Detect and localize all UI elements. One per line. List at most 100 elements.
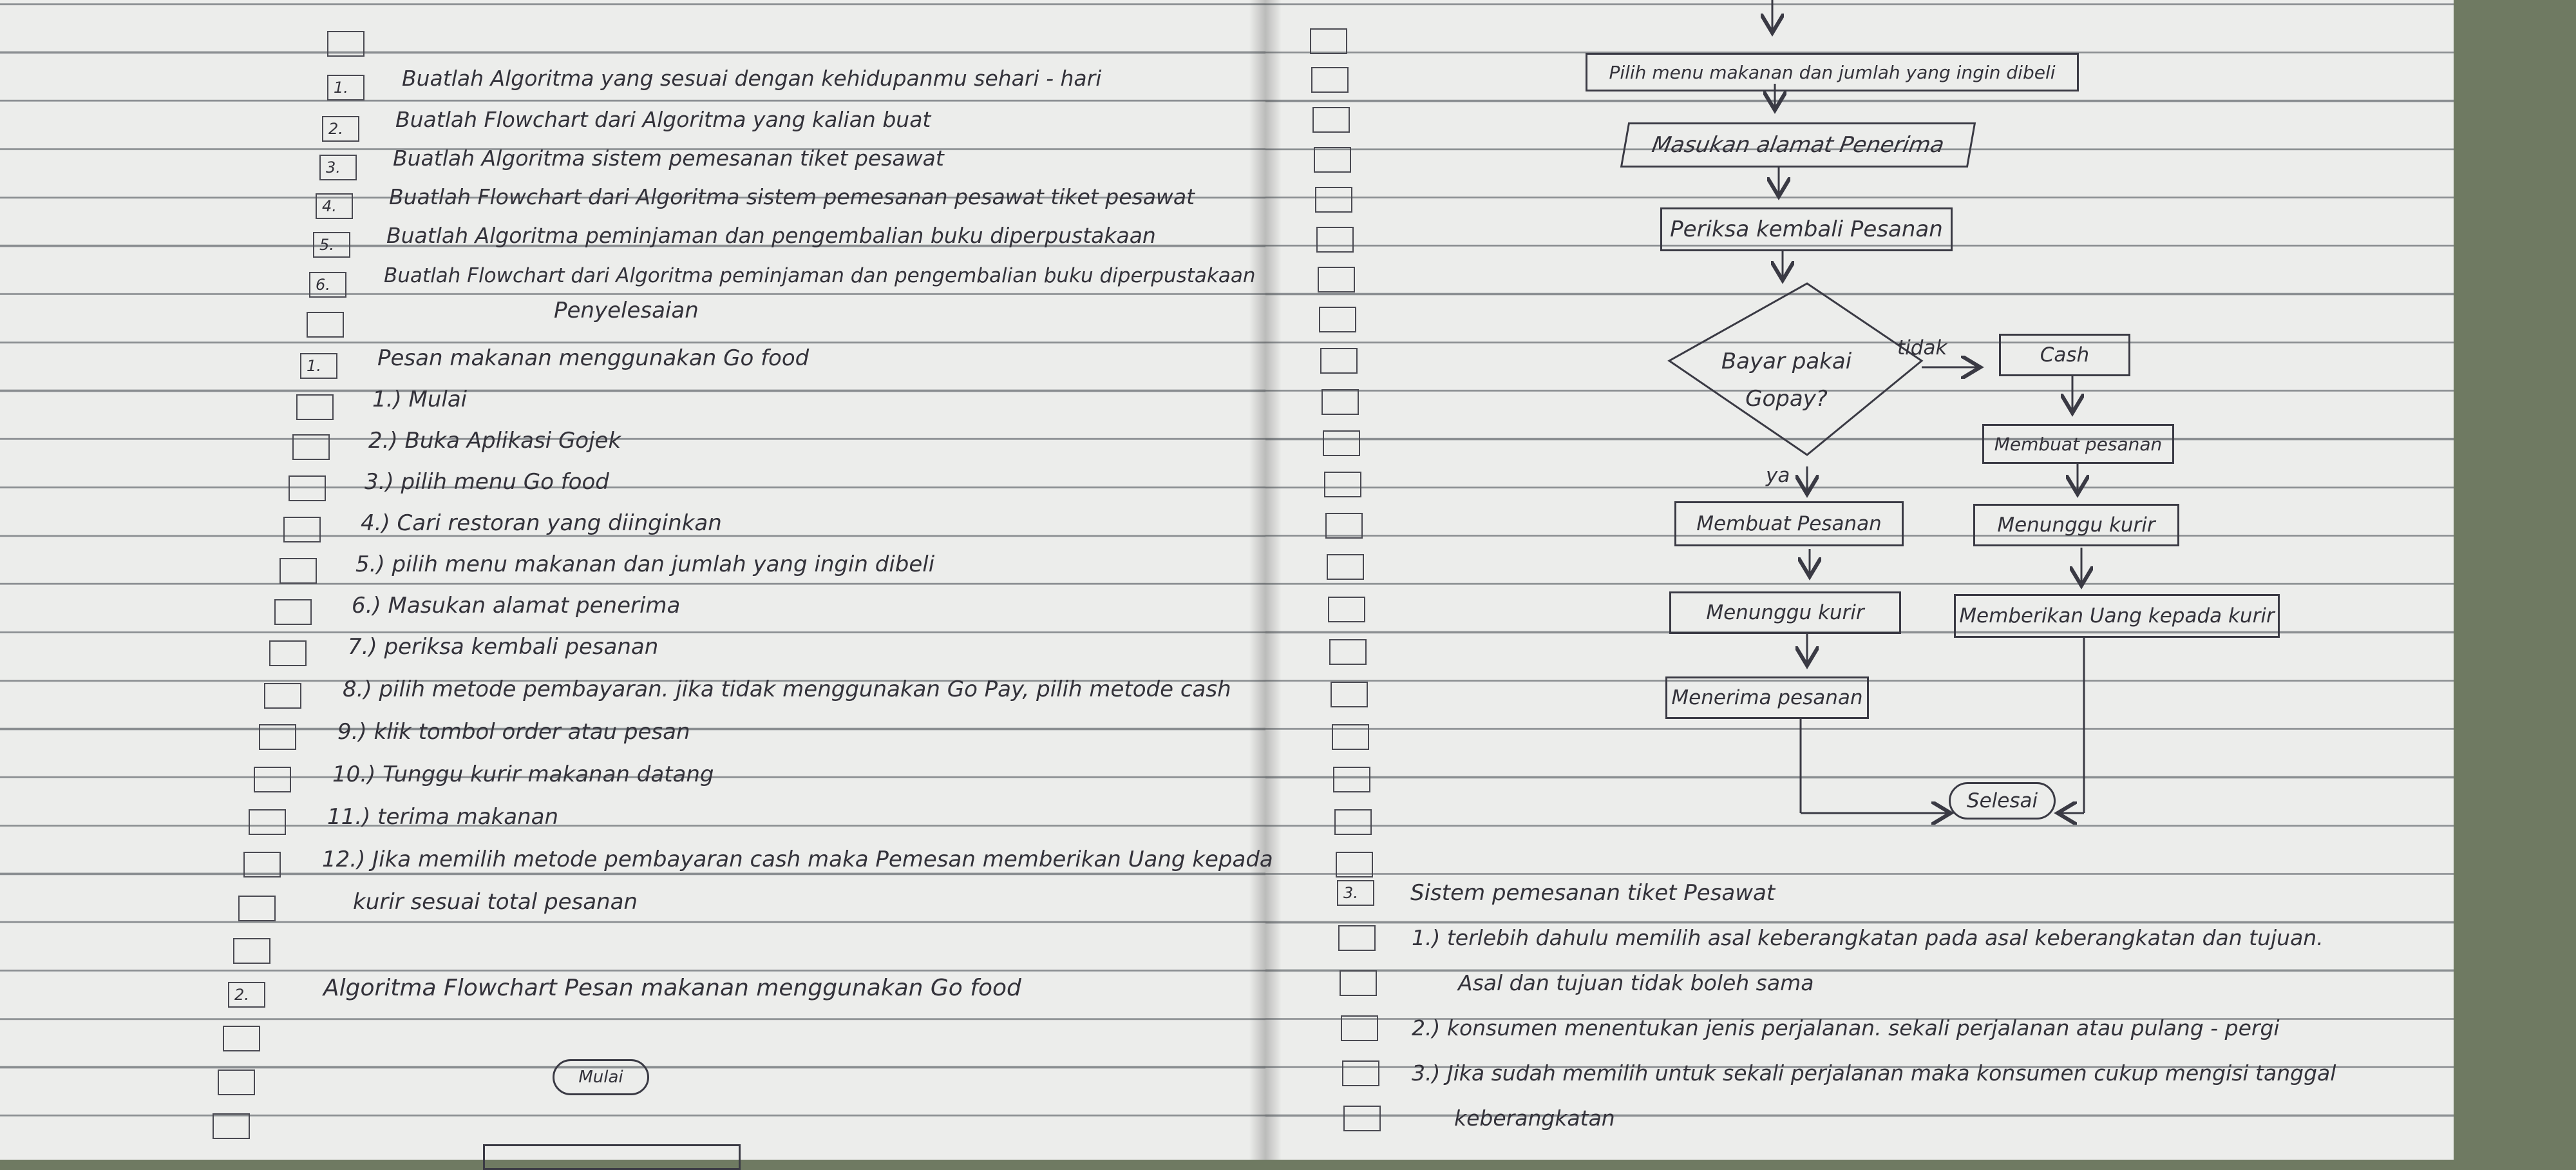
flowchart-step-menunggu-kurir-cash: Menunggu kurir (1973, 504, 2179, 546)
margin-box (249, 809, 286, 835)
margin-box (1316, 227, 1354, 253)
margin-box (1318, 267, 1355, 292)
task-text: Buatlah Algoritma peminjaman dan pengemb… (386, 223, 1156, 248)
margin-box (296, 394, 334, 420)
flowchart-label-tidak: tidak (1897, 336, 1947, 360)
margin-box (1343, 1106, 1381, 1131)
task-number-box: 3. (319, 155, 357, 180)
flowchart-step-menerima-pesanan: Menerima pesanan (1665, 676, 1869, 719)
margin-box (243, 852, 281, 877)
margin-box (223, 1026, 260, 1051)
margin-box (289, 475, 326, 501)
task-number-box: 1. (327, 75, 365, 101)
right-notebook-page (1265, 0, 2454, 1160)
flowchart-label-ya: ya (1766, 464, 1790, 487)
margin-box (1338, 925, 1376, 951)
answer-title: Algoritma Flowchart Pesan makanan menggu… (323, 975, 1021, 1001)
solution-heading: Penyelesaian (554, 298, 699, 323)
flowchart-step-membuat-pesanan: Membuat Pesanan (1674, 501, 1904, 546)
margin-box (213, 1113, 250, 1139)
answer-line: 3.) Jika sudah memilih untuk sekali perj… (1412, 1060, 2336, 1086)
answer-line: 1.) terlebih dahulu memilih asal keberan… (1412, 925, 2324, 950)
algorithm-step: 9.) klik tombol order atau pesan (337, 719, 690, 745)
algorithm-step: 8.) pilih metode pembayaran. jika tidak … (343, 676, 1231, 702)
flowchart-end-terminal: Selesai (1949, 782, 2056, 820)
margin-box (1324, 472, 1361, 497)
margin-box (1325, 513, 1363, 539)
margin-box (1320, 348, 1358, 374)
margin-box (1329, 639, 1367, 665)
answer-number-box: 3. (1337, 880, 1374, 906)
margin-box (1341, 1015, 1378, 1041)
margin-box (283, 517, 321, 542)
margin-box (1331, 682, 1368, 707)
margin-box (259, 724, 296, 750)
margin-box (1323, 430, 1360, 456)
margin-box (1336, 852, 1373, 877)
answer-title: Pesan makanan menggunakan Go food (377, 345, 810, 371)
margin-box (1315, 187, 1352, 213)
margin-box (292, 434, 330, 460)
answer-line: 2.) konsumen menentukan jenis perjalanan… (1412, 1015, 2280, 1041)
algorithm-step: 12.) Jika memilih metode pembayaran cash… (322, 847, 1273, 872)
flowchart-step-memberikan-uang: Memberikan Uang kepada kurir (1954, 594, 2280, 638)
algorithm-step: 4.) Cari restoran yang diinginkan (361, 510, 722, 536)
margin-box (218, 1069, 255, 1095)
answer-line: keberangkatan (1454, 1106, 1615, 1131)
flowchart-step-pilih-menu: Pilih menu makanan dan jumlah yang ingin… (1586, 53, 2079, 91)
margin-box (1314, 147, 1351, 173)
algorithm-step: kurir sesuai total pesanan (353, 889, 638, 915)
flowchart-step-menunggu-kurir: Menunggu kurir (1669, 591, 1901, 634)
margin-box (1327, 554, 1364, 580)
margin-box (327, 31, 365, 57)
task-text: Buatlah Algoritma sistem pemesanan tiket… (393, 146, 944, 171)
notebook-gutter (1249, 0, 1282, 1160)
algorithm-step: 10.) Tunggu kurir makanan datang (332, 762, 714, 787)
margin-box (1312, 107, 1350, 133)
task-number-box: 2. (322, 116, 359, 142)
flowchart-step-cash: Cash (1999, 334, 2130, 376)
task-text: Buatlah Flowchart dari Algoritma peminja… (384, 264, 1256, 287)
algorithm-step: 5.) pilih menu makanan dan jumlah yang i… (355, 551, 935, 577)
flowchart-step-masukan-alamat: Masukan alamat Penerima (1620, 122, 1976, 168)
flowchart-decision-text: Bayar pakai Gopay? (1721, 349, 1852, 412)
margin-box (1334, 809, 1372, 835)
flowchart-start-terminal: Mulai (553, 1059, 649, 1095)
margin-box (307, 312, 344, 338)
margin-box (264, 683, 301, 709)
task-text: Buatlah Algoritma yang sesuai dengan keh… (402, 66, 1102, 91)
margin-box (274, 599, 312, 625)
margin-box (1332, 724, 1369, 750)
answer-number-box: 2. (228, 982, 265, 1008)
margin-box (1333, 767, 1370, 792)
margin-box (254, 767, 291, 792)
algorithm-step: 3.) pilih menu Go food (365, 469, 609, 495)
flowchart-step-membuat-pesanan-cash: Membuat pesanan (1982, 424, 2174, 464)
margin-box (233, 938, 270, 964)
answer-line: Asal dan tujuan tidak boleh sama (1458, 970, 1814, 995)
margin-box (1310, 28, 1347, 54)
answer-number-box: 1. (300, 353, 337, 379)
margin-box (238, 896, 276, 921)
algorithm-step: 2.) Buka Aplikasi Gojek (368, 428, 621, 454)
task-text: Buatlah Flowchart dari Algoritma yang ka… (395, 107, 931, 132)
algorithm-step: 1.) Mulai (372, 387, 468, 412)
margin-box (1311, 67, 1349, 93)
algorithm-step: 11.) terima makanan (327, 804, 558, 830)
task-text: Buatlah Flowchart dari Algoritma sistem … (389, 184, 1195, 209)
margin-box (1342, 1060, 1379, 1086)
margin-box (1340, 970, 1377, 996)
algorithm-step: 7.) periksa kembali pesanan (348, 634, 659, 660)
margin-box (279, 558, 317, 584)
margin-box (1321, 389, 1359, 415)
task-number-box: 5. (313, 232, 350, 258)
answer-title: Sistem pemesanan tiket Pesawat (1410, 880, 1776, 906)
task-number-box: 4. (316, 193, 353, 219)
margin-box (269, 640, 307, 666)
margin-box (1319, 307, 1356, 332)
left-notebook-page (0, 0, 1265, 1160)
algorithm-step: 6.) Masukan alamat penerima (352, 593, 681, 619)
flowchart-step-periksa-pesanan: Periksa kembali Pesanan (1660, 207, 1953, 251)
task-number-box: 6. (309, 272, 346, 298)
